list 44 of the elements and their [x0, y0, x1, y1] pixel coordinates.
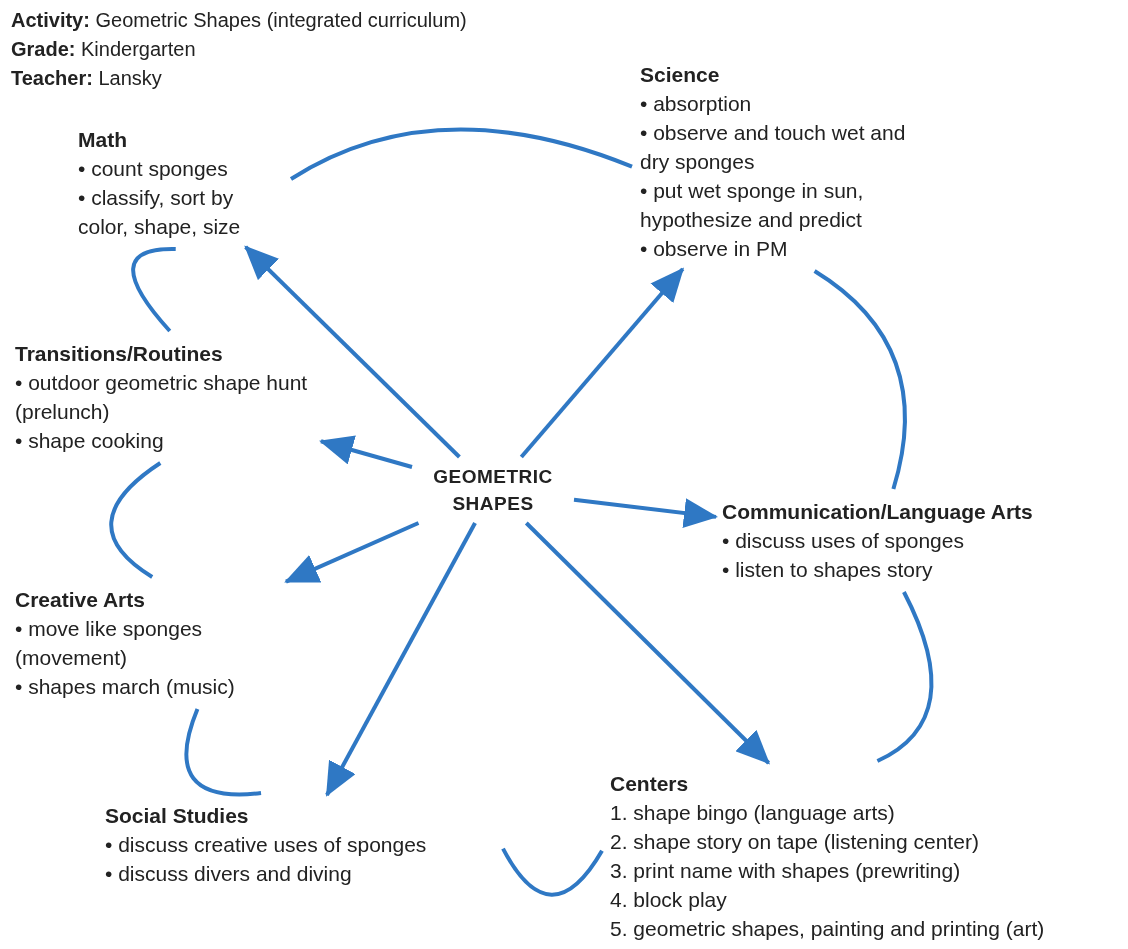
connecting-arc: [501, 847, 604, 897]
section-heading: Science: [640, 62, 721, 88]
section-heading: Centers: [610, 771, 690, 797]
arrow: [573, 497, 718, 528]
section-heading: Creative Arts: [15, 587, 146, 613]
list-item: • classify, sort by color, shape, size: [78, 185, 242, 240]
connecting-arc: [184, 708, 262, 797]
list-item: • discuss divers and diving: [105, 861, 353, 887]
section-heading: Transitions/Routines: [15, 341, 224, 367]
list-item: 2. shape story on tape (listening center): [610, 829, 980, 855]
list-item: 4. block play: [610, 887, 728, 913]
list-item: • shape cooking: [15, 428, 165, 454]
list-item: • outdoor geometric shape hunt (prelunch): [15, 370, 309, 425]
list-item: • listen to shapes story: [722, 557, 934, 583]
list-item: 1. shape bingo (language arts): [610, 800, 896, 826]
list-item: 5. geometric shapes, painting and printing (art): [610, 916, 1046, 942]
list-item: • observe in PM: [640, 236, 789, 262]
hub-title: GEOMETRIC SHAPES: [432, 465, 554, 516]
arrow: [524, 521, 771, 765]
arrow: [519, 267, 685, 459]
list-item: • put wet sponge in sun, hypothesize and predict: [640, 178, 865, 233]
connecting-arc: [131, 247, 176, 333]
connecting-arc: [109, 461, 162, 579]
connecting-arc: [813, 269, 907, 490]
info-line: Activity: Geometric Shapes (integrated curriculum): [11, 8, 467, 33]
list-item: • move like sponges (movement): [15, 616, 204, 671]
list-item: 3. print name with shapes (prewriting): [610, 858, 962, 884]
arrow: [244, 245, 461, 459]
section-heading: Social Studies: [105, 803, 250, 829]
section-heading: Math: [78, 127, 128, 153]
section-heading: Communication/Language Arts: [722, 499, 1034, 525]
arrow: [325, 522, 477, 797]
info-line: Teacher: Lansky: [11, 66, 163, 91]
info-line: Grade: Kindergarten: [11, 37, 197, 62]
list-item: • observe and touch wet and dry sponges: [640, 120, 907, 175]
arrow: [319, 435, 413, 469]
connecting-arc: [290, 127, 633, 181]
list-item: • shapes march (music): [15, 674, 236, 700]
list-item: • count sponges: [78, 156, 229, 182]
list-item: • discuss creative uses of sponges: [105, 832, 428, 858]
list-item: • discuss uses of sponges: [722, 528, 965, 554]
arrow: [284, 521, 420, 584]
list-item: • absorption: [640, 91, 753, 117]
connecting-arc: [876, 591, 934, 763]
